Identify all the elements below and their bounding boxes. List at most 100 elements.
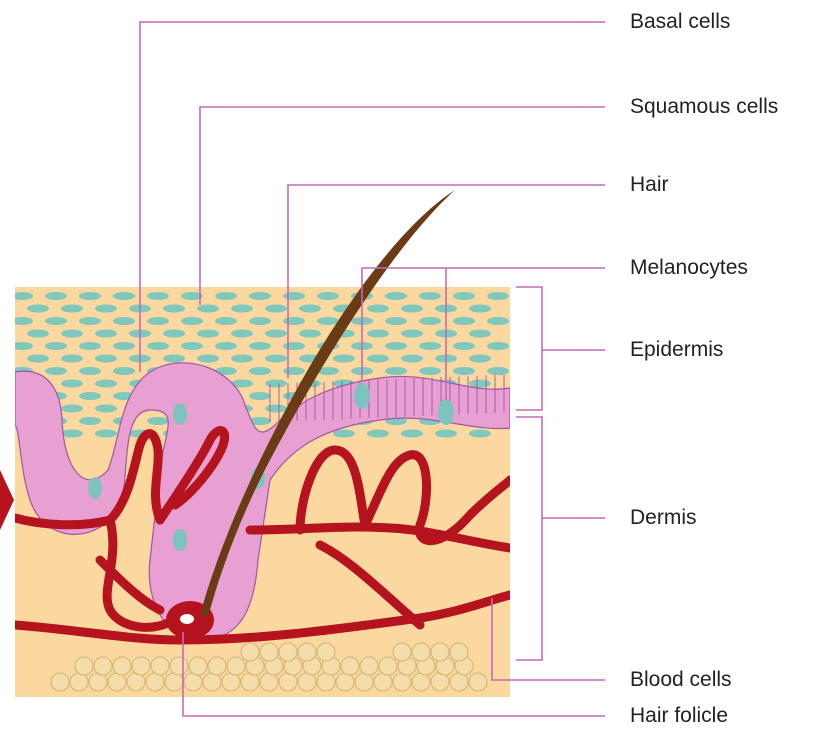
squamous-cell: [61, 355, 83, 363]
squamous-cell: [367, 355, 389, 363]
squamous-cell: [265, 355, 287, 363]
squamous-cell: [11, 342, 33, 350]
squamous-cell: [79, 342, 101, 350]
squamous-cell: [401, 330, 423, 338]
fat-cell: [298, 673, 316, 691]
squamous-cell: [487, 367, 509, 375]
squamous-cell: [95, 355, 117, 363]
fat-cell: [184, 673, 202, 691]
epidermis-bracket: [516, 287, 542, 410]
squamous-cell: [401, 430, 423, 438]
squamous-cell: [27, 355, 49, 363]
melanocyte: [173, 403, 187, 425]
squamous-cell: [367, 305, 389, 313]
squamous-cell: [11, 317, 33, 325]
fat-cell: [279, 643, 297, 661]
fat-cell: [75, 657, 93, 675]
fat-cell: [208, 657, 226, 675]
fat-cell: [108, 673, 126, 691]
label-squamous-cells: Squamous cells: [630, 95, 778, 119]
squamous-cell: [61, 305, 83, 313]
fat-cell: [113, 657, 131, 675]
squamous-cell: [147, 342, 169, 350]
squamous-cell: [435, 430, 457, 438]
squamous-cell: [163, 305, 185, 313]
squamous-cell: [231, 305, 253, 313]
squamous-cell: [113, 367, 135, 375]
squamous-cell: [401, 355, 423, 363]
squamous-cell: [333, 430, 355, 438]
squamous-cell: [147, 317, 169, 325]
fat-cell: [379, 657, 397, 675]
squamous-cell: [45, 367, 67, 375]
squamous-cell: [197, 355, 219, 363]
squamous-cell: [419, 367, 441, 375]
squamous-cell: [469, 380, 491, 388]
label-blood-cells: Blood cells: [630, 668, 732, 692]
fat-cell: [298, 643, 316, 661]
squamous-cell: [401, 305, 423, 313]
fat-cell: [94, 657, 112, 675]
squamous-cell: [249, 342, 271, 350]
fat-cell: [260, 673, 278, 691]
squamous-cell: [419, 292, 441, 300]
squamous-cell: [299, 305, 321, 313]
squamous-cell: [181, 342, 203, 350]
squamous-cell: [385, 292, 407, 300]
label-basal-cells: Basal cells: [630, 10, 730, 34]
squamous-cell: [197, 330, 219, 338]
fat-cell: [450, 673, 468, 691]
squamous-cell: [79, 367, 101, 375]
fat-cell: [393, 643, 411, 661]
fat-cell: [151, 657, 169, 675]
squamous-cell: [385, 317, 407, 325]
squamous-cell: [197, 305, 219, 313]
squamous-cell: [113, 317, 135, 325]
squamous-cell: [453, 317, 475, 325]
fat-cell: [260, 643, 278, 661]
squamous-cell: [469, 355, 491, 363]
squamous-cell: [61, 405, 83, 413]
squamous-cell: [113, 342, 135, 350]
squamous-cell: [215, 342, 237, 350]
squamous-cell: [45, 342, 67, 350]
leader-squamous-cells: [200, 107, 605, 305]
squamous-cell: [79, 417, 101, 425]
squamous-cell: [249, 367, 271, 375]
squamous-cell: [79, 317, 101, 325]
squamous-cell: [215, 292, 237, 300]
squamous-cell: [45, 317, 67, 325]
squamous-cell: [469, 305, 491, 313]
label-epidermis: Epidermis: [630, 338, 723, 362]
fat-cell: [374, 673, 392, 691]
squamous-cell: [147, 417, 169, 425]
fat-cell: [222, 673, 240, 691]
squamous-cell: [95, 305, 117, 313]
squamous-cell: [317, 292, 339, 300]
label-hair: Hair: [630, 173, 669, 197]
fat-cell: [279, 673, 297, 691]
squamous-cell: [27, 305, 49, 313]
squamous-cell: [95, 430, 117, 438]
squamous-cell: [453, 342, 475, 350]
fat-cell: [189, 657, 207, 675]
squamous-cell: [163, 355, 185, 363]
fat-cell: [70, 673, 88, 691]
squamous-cell: [79, 392, 101, 400]
squamous-cell: [367, 330, 389, 338]
melanocyte: [173, 529, 187, 551]
squamous-cell: [61, 380, 83, 388]
squamous-cell: [283, 342, 305, 350]
squamous-cell: [265, 380, 287, 388]
squamous-cell: [231, 330, 253, 338]
fat-cell: [341, 657, 359, 675]
dermis-bracket: [516, 417, 542, 660]
squamous-cell: [61, 430, 83, 438]
squamous-cell: [385, 367, 407, 375]
squamous-cell: [283, 367, 305, 375]
squamous-cell: [419, 317, 441, 325]
fat-cell: [170, 657, 188, 675]
fat-cell: [412, 643, 430, 661]
squamous-cell: [27, 330, 49, 338]
label-dermis: Dermis: [630, 506, 697, 530]
